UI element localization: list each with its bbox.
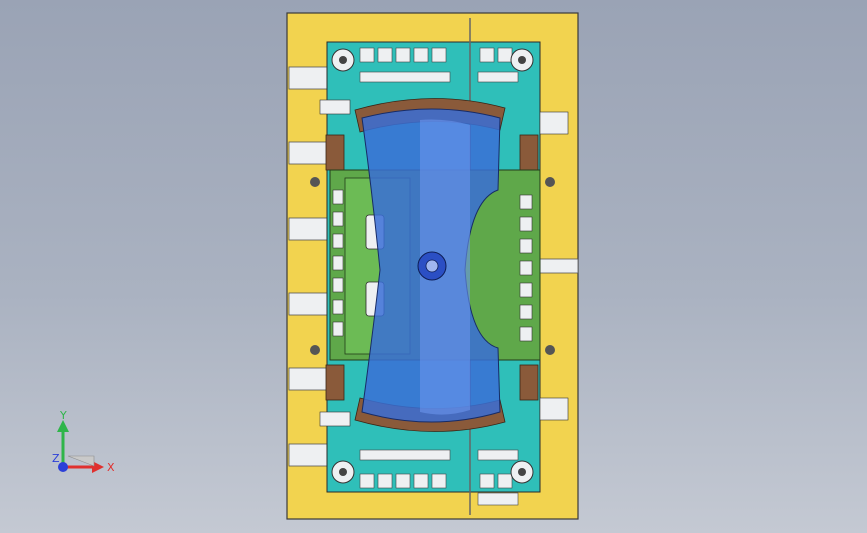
view-cone-icon (67, 455, 95, 467)
plate-hole (545, 177, 555, 187)
z-axis-dot (58, 462, 68, 472)
axis-triad: Y X Z (52, 410, 115, 474)
x-axis-arrow (92, 461, 104, 473)
plate-hole (310, 345, 320, 355)
y-axis-arrow (57, 420, 69, 432)
x-axis-label: X (107, 461, 115, 474)
plate-hole (545, 345, 555, 355)
plate-hole (310, 177, 320, 187)
top-ejector-row (359, 47, 519, 83)
cooling-fittings (319, 99, 569, 427)
sprue-pin-right (539, 258, 579, 274)
bottom-ejector-row (359, 449, 519, 506)
ejector-boxes-right (519, 194, 533, 342)
z-axis-label: Z (52, 452, 60, 465)
ejector-boxes-left (332, 189, 344, 337)
y-axis-label: Y (59, 410, 67, 422)
